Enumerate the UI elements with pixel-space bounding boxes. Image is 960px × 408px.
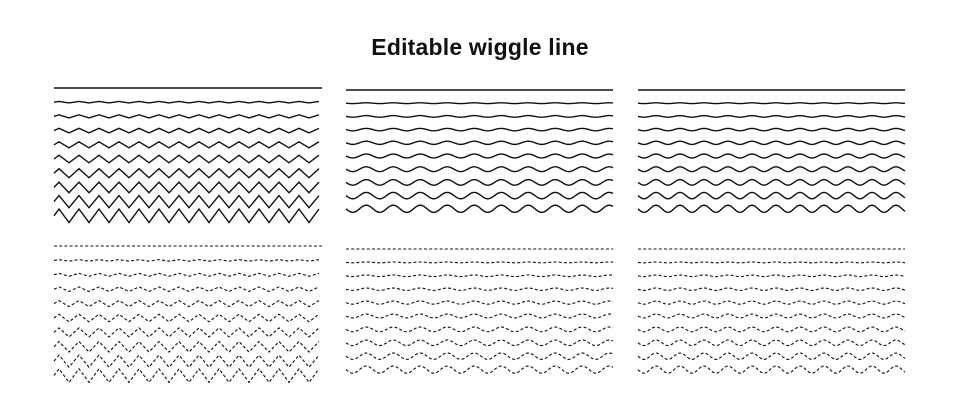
wave-line bbox=[345, 261, 614, 264]
zigzag-line bbox=[53, 194, 320, 209]
zigzag-line bbox=[53, 100, 320, 104]
zigzag-line bbox=[53, 167, 320, 179]
wave-line bbox=[637, 127, 906, 132]
wave-line bbox=[345, 191, 614, 200]
zigzag-line bbox=[53, 181, 320, 194]
zigzag-line bbox=[53, 286, 320, 293]
panel-wave-dashed-b bbox=[637, 248, 906, 374]
wave-line bbox=[345, 313, 614, 319]
wave-line bbox=[637, 274, 906, 278]
wave-line bbox=[345, 166, 614, 173]
wave-line bbox=[345, 140, 614, 146]
zigzag-line bbox=[53, 259, 320, 262]
wave-line bbox=[345, 102, 614, 105]
panel-zigzag-dashed bbox=[53, 245, 322, 384]
wave-line bbox=[637, 300, 906, 305]
wave-line bbox=[637, 140, 906, 146]
wave-line bbox=[345, 287, 614, 291]
wave-line bbox=[637, 313, 906, 319]
wave-line bbox=[637, 326, 906, 333]
wave-line bbox=[345, 274, 614, 278]
zigzag-line bbox=[53, 313, 320, 323]
zigzag-line bbox=[53, 327, 320, 338]
wave-line bbox=[637, 102, 906, 105]
page-title: Editable wiggle line bbox=[371, 34, 589, 60]
wave-line bbox=[637, 153, 906, 159]
wave-line bbox=[637, 352, 906, 360]
wave-line bbox=[637, 166, 906, 173]
wave-line bbox=[637, 204, 906, 214]
wave-line bbox=[345, 127, 614, 132]
wave-line bbox=[345, 300, 614, 305]
wave-line bbox=[637, 339, 906, 347]
wave-line bbox=[637, 365, 906, 374]
wave-line bbox=[345, 326, 614, 333]
zigzag-line bbox=[53, 340, 320, 353]
wave-line bbox=[637, 261, 906, 264]
zigzag-line bbox=[53, 299, 320, 308]
zigzag-line bbox=[53, 154, 320, 164]
wave-line bbox=[345, 204, 614, 214]
wave-line bbox=[345, 352, 614, 360]
zigzag-line bbox=[53, 140, 320, 149]
zigzag-line bbox=[53, 114, 320, 119]
panel-wave-solid-b bbox=[637, 89, 906, 214]
wave-line bbox=[345, 365, 614, 374]
wave-line bbox=[345, 114, 614, 118]
wave-line bbox=[345, 339, 614, 347]
zigzag-line bbox=[53, 207, 320, 224]
zigzag-line bbox=[53, 127, 320, 134]
wave-line bbox=[345, 178, 614, 186]
wave-line bbox=[637, 287, 906, 291]
zigzag-line bbox=[53, 367, 320, 384]
zigzag-line bbox=[53, 354, 320, 369]
panel-zigzag-solid bbox=[53, 87, 322, 224]
panel-wave-dashed-a bbox=[345, 248, 614, 374]
wave-line bbox=[637, 191, 906, 200]
panel-wave-solid-a bbox=[345, 89, 614, 214]
wave-line bbox=[637, 178, 906, 186]
wave-line bbox=[345, 153, 614, 159]
wave-line bbox=[637, 114, 906, 118]
zigzag-line bbox=[53, 272, 320, 277]
